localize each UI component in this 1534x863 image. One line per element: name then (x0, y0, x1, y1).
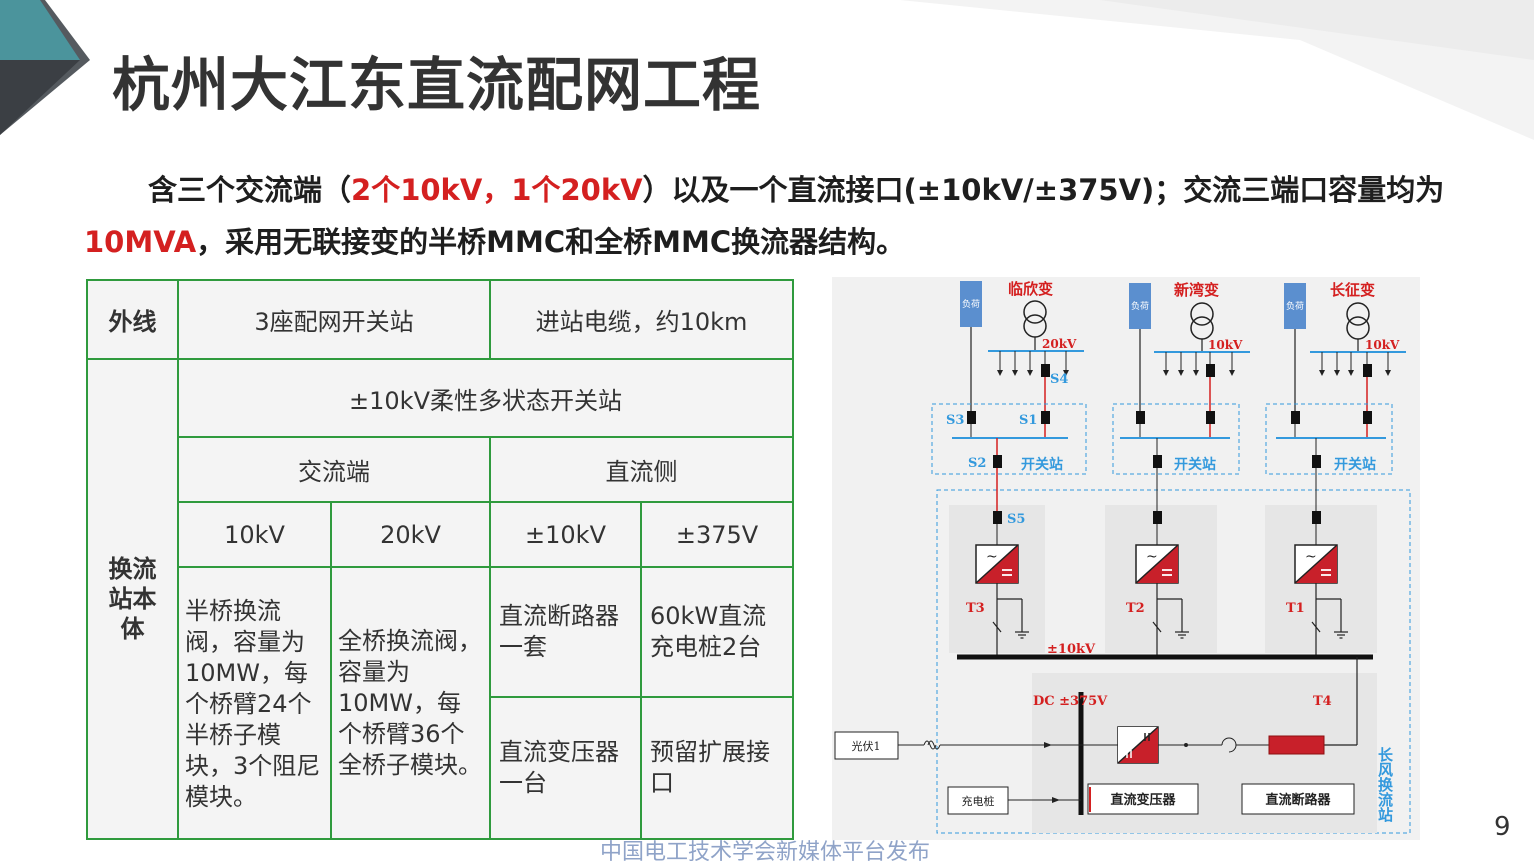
label-t2: T2 (1126, 601, 1145, 616)
sub-kv-c: 10kV (1365, 338, 1400, 352)
label-bus-10kv: ±10kV (1047, 642, 1096, 657)
cell-body-label: 换流站本体 (86, 358, 179, 840)
label-s5: S5 (1007, 512, 1025, 527)
cell-dc-breaker: 直流断路器一套 (489, 566, 642, 698)
dc-breaker-symbol (1268, 735, 1325, 755)
switch-station-box-c (1265, 403, 1393, 475)
cell-full-bridge: 全桥换流阀，容量为10MW，每个桥臂36个全桥子模块。 (330, 566, 491, 840)
intro-text: 含三个交流端（2个10kV，1个20kV）以及一个直流接口(±10kV/±375… (84, 164, 1454, 268)
switch-station-box-a (931, 403, 1087, 475)
cell-ac-10kv: 10kV (177, 501, 332, 568)
dcdc-label: 直流变压器 (1110, 792, 1176, 808)
cell-waixian: 外线 (86, 279, 179, 360)
page-title: 杭州大江东直流配网工程 (112, 51, 762, 119)
intro-highlight-1: 2个10kV，1个20kV (351, 173, 643, 207)
intro-part-2: ）以及一个直流接口(±10kV/±375V)；交流三端口容量均为 (642, 173, 1445, 207)
switch-station-c: 开关站 (1334, 456, 1376, 473)
cell-reserve: 预留扩展接口 (639, 696, 795, 840)
cell-dc-10kv: ±10kV (489, 501, 642, 568)
sub-name-a: 临欣变 (1008, 280, 1053, 298)
switch-station-box-b (1112, 403, 1240, 475)
cell-flex-station: ±10kV柔性多状态开关站 (176, 358, 795, 438)
cell-switch-stations: 3座配网开关站 (177, 279, 491, 360)
converter-t3 (975, 544, 1019, 584)
charger-label: 充电桩 (962, 794, 995, 808)
spec-table: 外线 3座配网开关站 进站电缆，约10km 换流站本体 ±10kV柔性多状态开关… (86, 279, 795, 840)
load-label-c: 负荷 (1286, 300, 1304, 312)
converter-t2 (1135, 544, 1179, 584)
label-s3: S3 (946, 413, 964, 428)
label-s4: S4 (1050, 372, 1068, 387)
dcdc-label-box (1087, 783, 1199, 815)
footer-publisher: 中国电工技术学会新媒体平台发布 (600, 840, 931, 863)
intro-highlight-2: 10MVA (84, 225, 197, 259)
converter-t1 (1294, 544, 1338, 584)
intro-part-1: 含三个交流端（ (148, 173, 352, 207)
cell-dc-375v: ±375V (639, 501, 795, 568)
cell-ac-side: 交流端 (177, 436, 491, 503)
pv-label: 光伏1 (852, 739, 881, 753)
label-t4: T4 (1313, 694, 1332, 709)
substation-b: 负荷 新湾变 10kV 开关站 (1112, 281, 1250, 475)
sub-kv-b: 10kV (1208, 338, 1243, 352)
cell-half-bridge: 半桥换流阀，容量为10MW，每个桥臂24个半桥子模块，3个阻尼模块。 (177, 566, 332, 840)
converter-station-name: 长风换流站 (1376, 746, 1394, 823)
intro-part-3: ，采用无联接变的半桥MMC和全桥MMC换流器结构。 (196, 225, 906, 259)
sub-name-c: 长征变 (1330, 281, 1375, 299)
substation-c: 负荷 长征变 10kV 开关站 (1265, 281, 1406, 475)
label-s1: S1 (1019, 413, 1037, 428)
sub-name-b: 新湾变 (1174, 281, 1219, 299)
substation-a: 负荷 临欣变 20kV S4 S3 S1 S2 开关站 (931, 280, 1087, 475)
pv-box (834, 731, 899, 760)
label-dc-375: DC ±375V (1033, 694, 1108, 709)
dc-breaker-label: 直流断路器 (1265, 792, 1331, 808)
load-box-a (960, 281, 982, 327)
cell-charger: 60kW直流充电桩2台 (639, 566, 795, 698)
switch-station-b: 开关站 (1174, 456, 1216, 473)
load-box-c (1284, 283, 1306, 329)
cell-ac-20kv: 20kV (330, 501, 491, 568)
label-t3: T3 (966, 601, 985, 616)
header-decoration (0, 0, 1534, 140)
converter-station: S5 T3 T2 T1 ±10kV T4 (834, 468, 1411, 834)
cell-cable: 进站电缆，约10km (488, 279, 795, 360)
cell-dc-side: 直流侧 (488, 436, 795, 503)
sub-kv-a: 20kV (1042, 337, 1077, 351)
diagram-svg: ~ 负荷 临欣变 20kV S4 S3 S1 (834, 280, 1411, 834)
load-label-b: 负荷 (1131, 300, 1149, 312)
charger-box (947, 786, 1009, 815)
cell-dc-transformer: 直流变压器一台 (489, 696, 642, 840)
single-line-diagram: ~ 负荷 临欣变 20kV S4 S3 S1 (832, 277, 1420, 840)
load-box-b (1129, 283, 1151, 329)
load-label-a: 负荷 (962, 298, 980, 310)
label-t1: T1 (1286, 601, 1305, 616)
dc-breaker-label-box (1241, 783, 1355, 815)
switch-station-a: 开关站 (1021, 456, 1063, 473)
page-number: 9 (1494, 812, 1511, 842)
label-s2: S2 (968, 456, 986, 471)
